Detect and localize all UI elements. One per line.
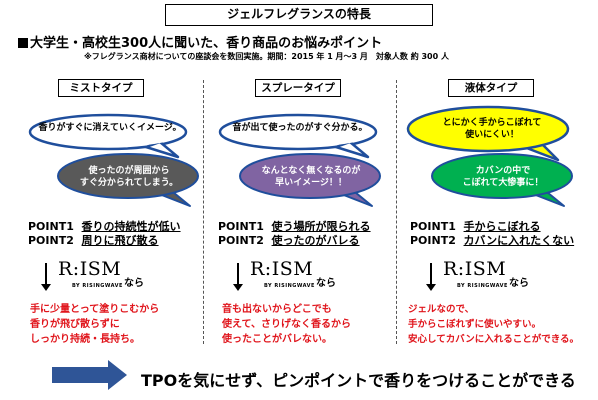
brand-sub-mist: BY RISINGWAVE	[72, 283, 123, 289]
speech-bubble-1-liquid	[406, 105, 570, 162]
down-arrow-icon	[430, 263, 432, 285]
speech-bubble-1-spray	[218, 113, 378, 159]
down-arrow-icon	[45, 263, 47, 285]
survey-heading-text: 大学生・高校生300人に聞いた、香り商品のお悩みポイント	[30, 36, 383, 51]
nara-liquid: なら	[509, 278, 529, 289]
bubble-text-1-liquid: とにかく手からこぼれて 使いにくい！	[442, 118, 542, 140]
bubble-text-2-spray: なんとなく無くなるのが 早いイメージ！！	[261, 166, 361, 188]
result-text-spray: 音も出ないからどこでも 使えて、さりげなく香るから 使ったことがバレない。	[222, 304, 351, 345]
brand-logo-liquid: R:ISM	[443, 258, 507, 280]
page-title: ジェルフレグランスの特長	[165, 4, 433, 26]
conclusion-text: TPOを気にせず、ピンポイントで香りをつけることができる	[141, 371, 576, 390]
column-divider	[203, 80, 204, 344]
points-liquid: POINT1 手からこぼれる POINT2 カバンに入れたくない	[410, 220, 575, 247]
arrow-head-icon	[41, 284, 51, 291]
column-label-spray: スプレータイプ	[255, 79, 341, 97]
bubble-text-2-mist: 使ったのが周囲から すぐ分かられてしまう。	[79, 166, 179, 188]
column-label-liquid: 液体タイプ	[448, 79, 534, 97]
nara-spray: なら	[316, 278, 336, 289]
brand-logo-mist: R:ISM	[58, 258, 122, 280]
square-bullet-icon	[18, 38, 28, 48]
brand-sub-spray: BY RISINGWAVE	[264, 283, 315, 289]
speech-bubble-2-spray	[239, 153, 381, 207]
column-divider	[396, 80, 397, 344]
column-label-mist: ミストタイプ	[58, 79, 144, 97]
speech-bubble-2-liquid	[431, 153, 573, 207]
points-spray: POINT1 使う場所が限られる POINT2 使ったのがバレる	[218, 220, 371, 247]
result-text-mist: 手に少量とって塗りこむから 香りが飛び散らずに しっかり持続・長持ち。	[30, 304, 160, 345]
right-arrow-icon	[52, 360, 127, 390]
arrow-head-icon	[233, 284, 243, 291]
speech-bubble-1-mist	[28, 113, 188, 159]
brand-logo-spray: R:ISM	[250, 258, 314, 280]
bubble-text-1-mist: 香りがすぐに消えていくイメージ。	[38, 123, 182, 133]
result-text-liquid: ジェルなので、 手からこぼれずに使いやすい。 安心してカバンに入れることができる…	[408, 304, 580, 345]
bubble-text-1-spray: 音が出て使ったのがすぐ分かる。	[232, 123, 368, 133]
down-arrow-icon	[237, 263, 239, 285]
points-mist: POINT1 香りの持続性が低い POINT2 周りに飛び散る	[28, 220, 181, 247]
brand-sub-liquid: BY RISINGWAVE	[457, 283, 508, 289]
survey-note: ※フレグランス商材についての座談会を数回実施。期間：2015 年 1 月～3 月…	[84, 52, 449, 61]
nara-mist: なら	[124, 278, 144, 289]
bubble-text-2-liquid: カバンの中で こぼれて大惨事に！	[462, 166, 544, 188]
survey-heading: 大学生・高校生300人に聞いた、香り商品のお悩みポイント	[18, 32, 382, 51]
arrow-head-icon	[426, 284, 436, 291]
speech-bubble-2-mist	[57, 153, 199, 207]
